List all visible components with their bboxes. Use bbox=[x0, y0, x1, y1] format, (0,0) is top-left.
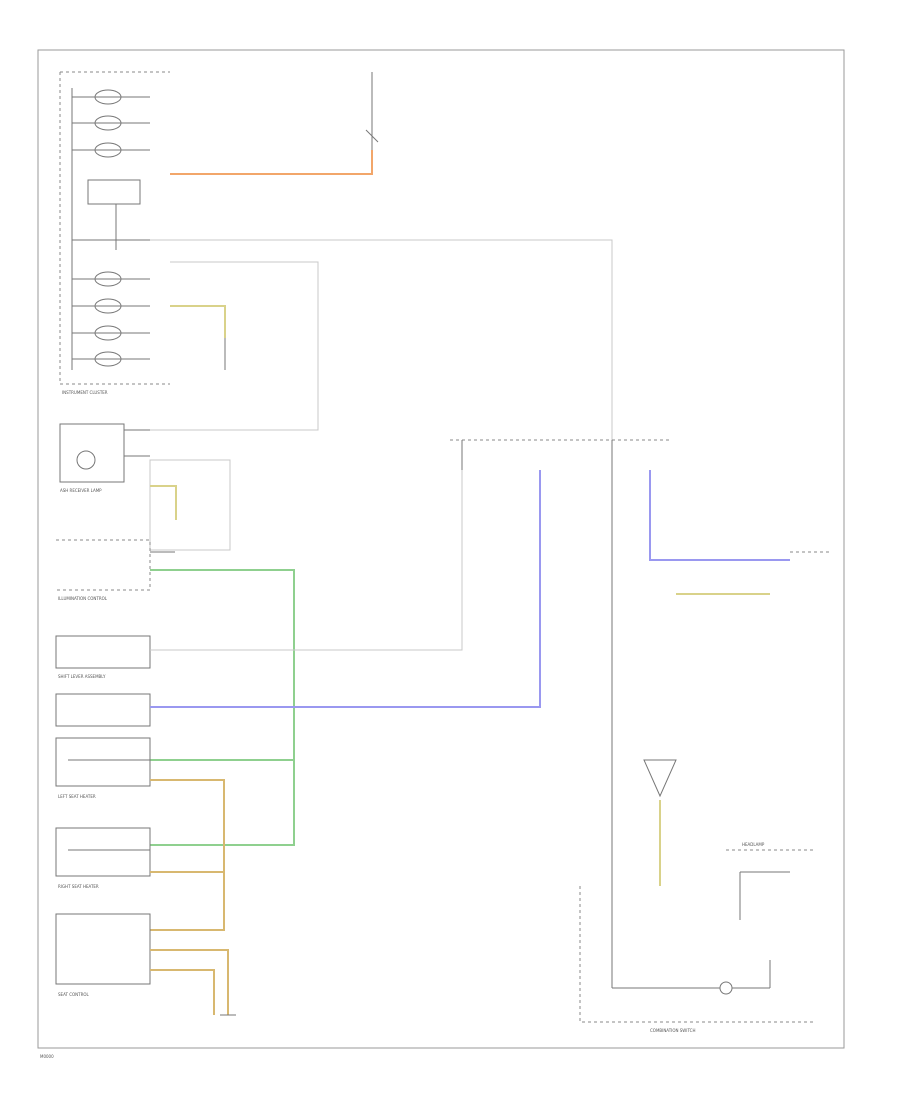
illumination-control: ILLUMINATION CONTROL bbox=[56, 539, 175, 601]
blue-wire bbox=[150, 470, 541, 708]
right-seat-heater-label: RIGHT SEAT HEATER bbox=[58, 884, 99, 889]
combination-switch-label: COMBINATION SWITCH bbox=[650, 1028, 695, 1033]
yellow-ground-wire bbox=[170, 305, 226, 338]
switch-box-2 bbox=[55, 693, 151, 727]
shift-lever-box bbox=[55, 635, 151, 669]
right-seat-heater: RIGHT SEAT HEATER bbox=[55, 827, 151, 889]
diagram-frame bbox=[37, 49, 845, 1049]
grey-bus-wire bbox=[150, 239, 613, 440]
right-seat-heater-box bbox=[55, 827, 151, 877]
ground-symbol-icon bbox=[643, 759, 677, 798]
shift-lever-assembly: SHIFT LEVER ASSEMBLY bbox=[55, 635, 151, 679]
left-seat-heater-box bbox=[55, 737, 151, 787]
brake-switch-box bbox=[87, 179, 141, 205]
left-seat-heater: LEFT SEAT HEATER bbox=[55, 737, 151, 799]
shift-lever-label: SHIFT LEVER ASSEMBLY bbox=[58, 674, 106, 679]
instrument-cluster-label: INSTRUMENT CLUSTER bbox=[62, 390, 108, 395]
headlamp-label: HEADLAMP bbox=[742, 842, 765, 847]
seat-control-label: SEAT CONTROL bbox=[58, 992, 90, 997]
fuse-feed bbox=[170, 72, 379, 175]
left-seat-heater-label: LEFT SEAT HEATER bbox=[58, 794, 96, 799]
diagram-code: M0000 bbox=[40, 1054, 54, 1059]
tan-ground-wire bbox=[150, 779, 225, 931]
seat-control-box bbox=[55, 913, 151, 985]
cluster-bulbs-lower bbox=[72, 271, 150, 367]
orange-wire bbox=[170, 150, 373, 175]
lamp-bulb-icon bbox=[76, 450, 96, 470]
headlamp: HEADLAMP bbox=[726, 842, 816, 920]
seat-control: SEAT CONTROL bbox=[55, 913, 151, 997]
blue-wire-right bbox=[649, 470, 790, 561]
ash-lamp-label: ASH RECEIVER LAMP bbox=[60, 488, 102, 493]
headlamp-bulb-icon bbox=[719, 981, 733, 995]
ash-receiver-lamp: ASH RECEIVER LAMP bbox=[59, 423, 150, 493]
combination-switch: COMBINATION SWITCH bbox=[579, 886, 816, 1033]
cluster-bulbs-upper bbox=[72, 89, 150, 158]
instrument-cluster: INSTRUMENT CLUSTER bbox=[59, 71, 170, 395]
illumination-control-label: ILLUMINATION CONTROL bbox=[58, 596, 108, 601]
